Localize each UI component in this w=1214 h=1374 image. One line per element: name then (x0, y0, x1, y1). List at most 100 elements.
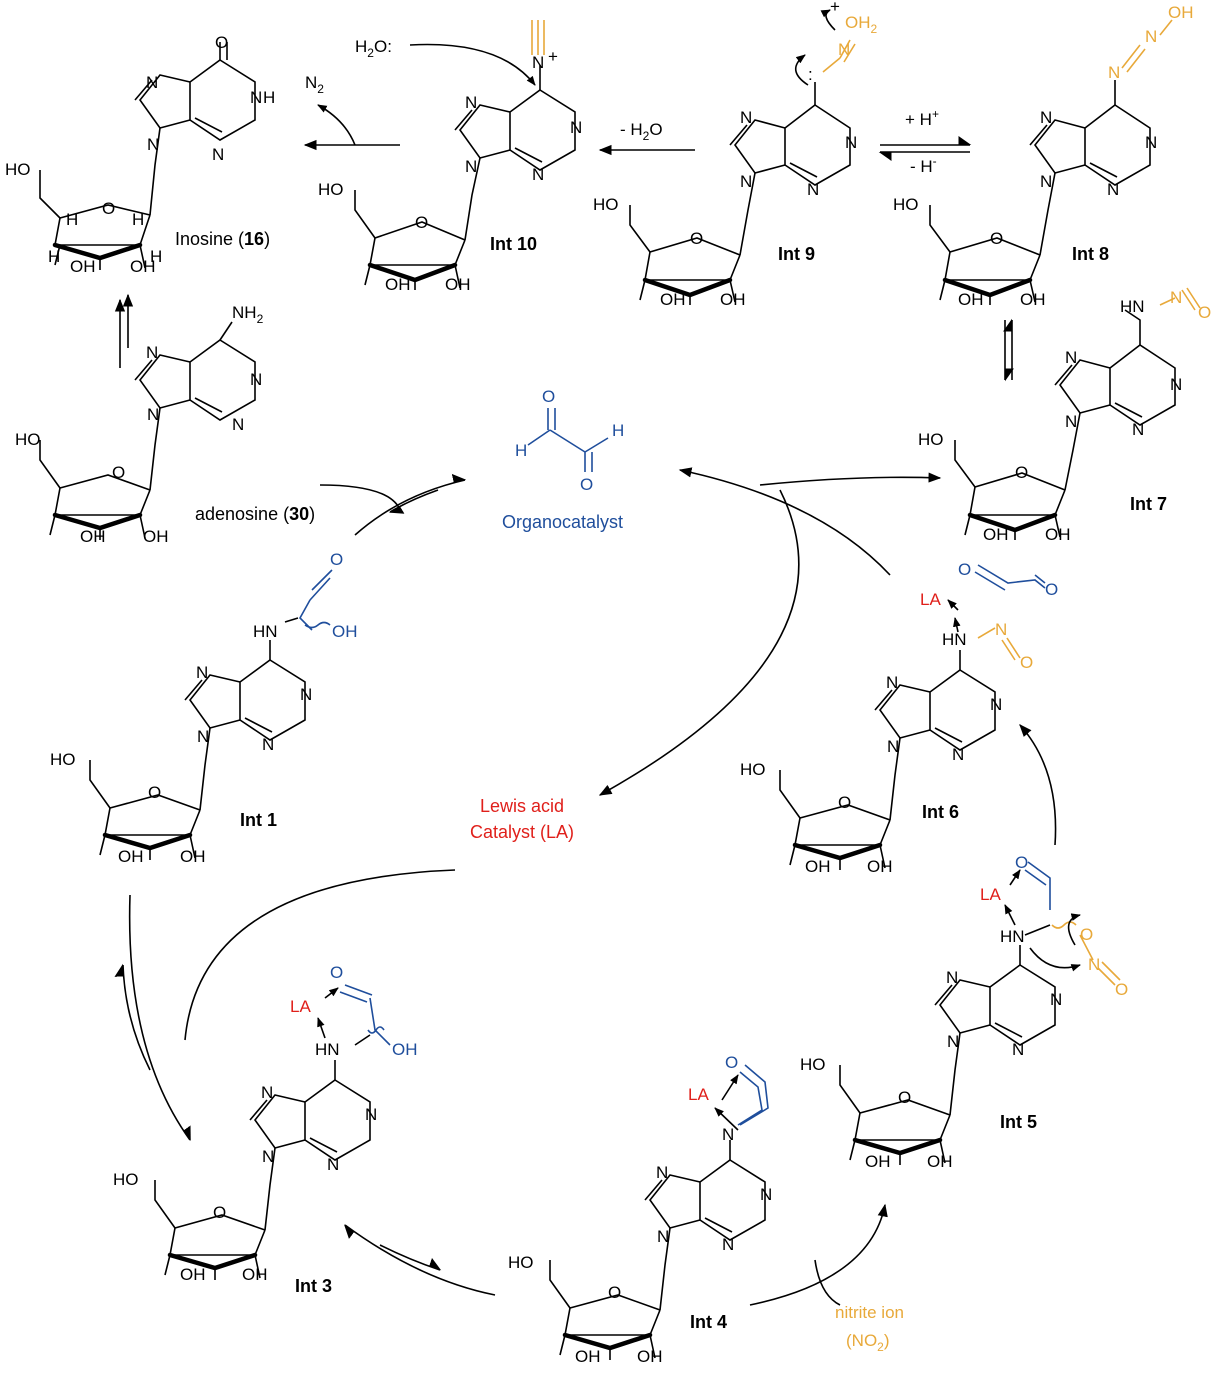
inosine-label: Inosine (16) (175, 229, 270, 249)
inosine-oh2: OH (70, 257, 96, 276)
lewis-acid-line2: Catalyst (LA) (470, 822, 574, 842)
inosine-structure: O N H N N N O HO OH OH H H H H Inosine (… (5, 33, 275, 276)
int1-ho: HO (50, 750, 76, 769)
int9-lone-pair: : (808, 65, 813, 84)
int1-int3-equilibrium (114, 894, 191, 1142)
inosine-n9: N (147, 135, 159, 154)
int7-n: N (1170, 288, 1182, 307)
organocatalyst-structure: O O H H Organocatalyst (502, 387, 624, 532)
organocatalyst-o2: O (580, 475, 593, 494)
int1-n7: N (196, 663, 208, 682)
inosine-n1: N (250, 88, 262, 107)
adenosine-n3: N (232, 415, 244, 434)
organocatalyst-h2: H (612, 421, 624, 440)
int5-oh3: OH (927, 1152, 953, 1171)
int9-plus: + (830, 0, 840, 16)
int8-n-a: N (1108, 63, 1120, 82)
int4-oh2: OH (575, 1347, 601, 1366)
int4-n3: N (722, 1235, 734, 1254)
int1-oh2: OH (118, 847, 144, 866)
int3-oh: OH (392, 1040, 418, 1059)
int4-oh3: OH (637, 1347, 663, 1366)
inosine-carbonyl-o: O (215, 33, 228, 52)
int8-oh: OH (1168, 3, 1194, 22)
int6-n-nitroso: N (995, 620, 1007, 639)
int6-oh2: OH (805, 857, 831, 876)
int4-n9: N (657, 1227, 669, 1246)
int5-n-nitrite: N (1088, 955, 1100, 974)
int8-n3: N (1107, 180, 1119, 199)
int8-o4: O (990, 229, 1003, 248)
int3-n1: N (365, 1105, 377, 1124)
adenosine-structure: NH2 N N N N O HO OH OH adenosine (30) (15, 303, 315, 546)
nitrite-line1: nitrite ion (835, 1303, 904, 1322)
int4-la: LA (688, 1085, 709, 1104)
nitrite-line2: (NO2) (846, 1331, 890, 1354)
int7-oh3: OH (1045, 525, 1071, 544)
int3-hn: HN (315, 1040, 340, 1059)
int10-n9: N (465, 157, 477, 176)
int6-n9: N (887, 737, 899, 756)
int1-n1: N (300, 685, 312, 704)
organocatalyst-label: Organocatalyst (502, 512, 623, 532)
int5-hn: HN (1000, 927, 1025, 946)
int3-n7: N (261, 1083, 273, 1102)
int3-oh2: OH (180, 1265, 206, 1284)
adenosine-ho: HO (15, 430, 41, 449)
int4-ho: HO (508, 1253, 534, 1272)
int6-n1: N (990, 695, 1002, 714)
int4-label: Int 4 (690, 1312, 727, 1332)
n2-label: N2 (305, 73, 324, 96)
int7-n9: N (1065, 412, 1077, 431)
inosine-o4: O (102, 199, 115, 218)
adenosine-label: adenosine (30) (195, 504, 315, 524)
int9-structure: : N OH2 + N N N N O HO OH OH Int 9 (593, 0, 878, 309)
minus-water-arrow: - H2O (598, 120, 695, 156)
int9-o4: O (690, 229, 703, 248)
int3-int4-equilibrium (343, 1224, 496, 1296)
int10-diazo-n: N (532, 53, 544, 72)
int6-n7: N (886, 673, 898, 692)
int6-la: LA (920, 590, 941, 609)
int5-ho: HO (800, 1055, 826, 1074)
adenosine-n9: N (147, 405, 159, 424)
int3-la: LA (290, 997, 311, 1016)
water-label: H2O: (355, 37, 392, 60)
int9-label: Int 9 (778, 244, 815, 264)
int9-oh3-sugar: OH (720, 290, 746, 309)
int4-structure: O LA N N N N N O HO OH OH Int 4 (508, 1053, 772, 1366)
inosine-nh-h: H (263, 88, 275, 107)
int6-oh3: OH (867, 857, 893, 876)
int6-hn: HN (942, 630, 967, 649)
int8-n7: N (1040, 108, 1052, 127)
int9-n3: N (807, 180, 819, 199)
int9-n9: N (740, 172, 752, 191)
adenosine-to-inosine-arrow (114, 293, 134, 368)
int8-label: Int 8 (1072, 244, 1109, 264)
int8-oh2: OH (958, 290, 984, 309)
int4-imine-n: N (722, 1125, 734, 1144)
int10-ho: HO (318, 180, 344, 199)
int1-label: Int 1 (240, 810, 277, 830)
adenosine-nh2: NH2 (232, 303, 264, 326)
inosine-oh3: OH (130, 257, 156, 276)
int10-oh3: OH (445, 275, 471, 294)
int4-n7: N (656, 1163, 668, 1182)
inosine-n3: N (212, 145, 224, 164)
int3-o4: O (213, 1203, 226, 1222)
int5-o4: O (898, 1088, 911, 1107)
int9-n1: N (845, 133, 857, 152)
int3-aldehyde-o: O (330, 963, 343, 982)
minus-h-label: - H- (910, 154, 937, 176)
int1-n3: N (262, 735, 274, 754)
int6-n3: N (952, 745, 964, 764)
inosine-h3: H (66, 210, 78, 229)
int10-n1: N (570, 118, 582, 137)
int8-n1: N (1145, 133, 1157, 152)
int7-o4: O (1015, 463, 1028, 482)
int10-oh2: OH (385, 275, 411, 294)
int7-n3: N (1132, 420, 1144, 439)
int7-structure: HN N O N N N N O HO OH OH Int 7 (918, 287, 1211, 544)
organocatalyst-h1: H (515, 441, 527, 460)
